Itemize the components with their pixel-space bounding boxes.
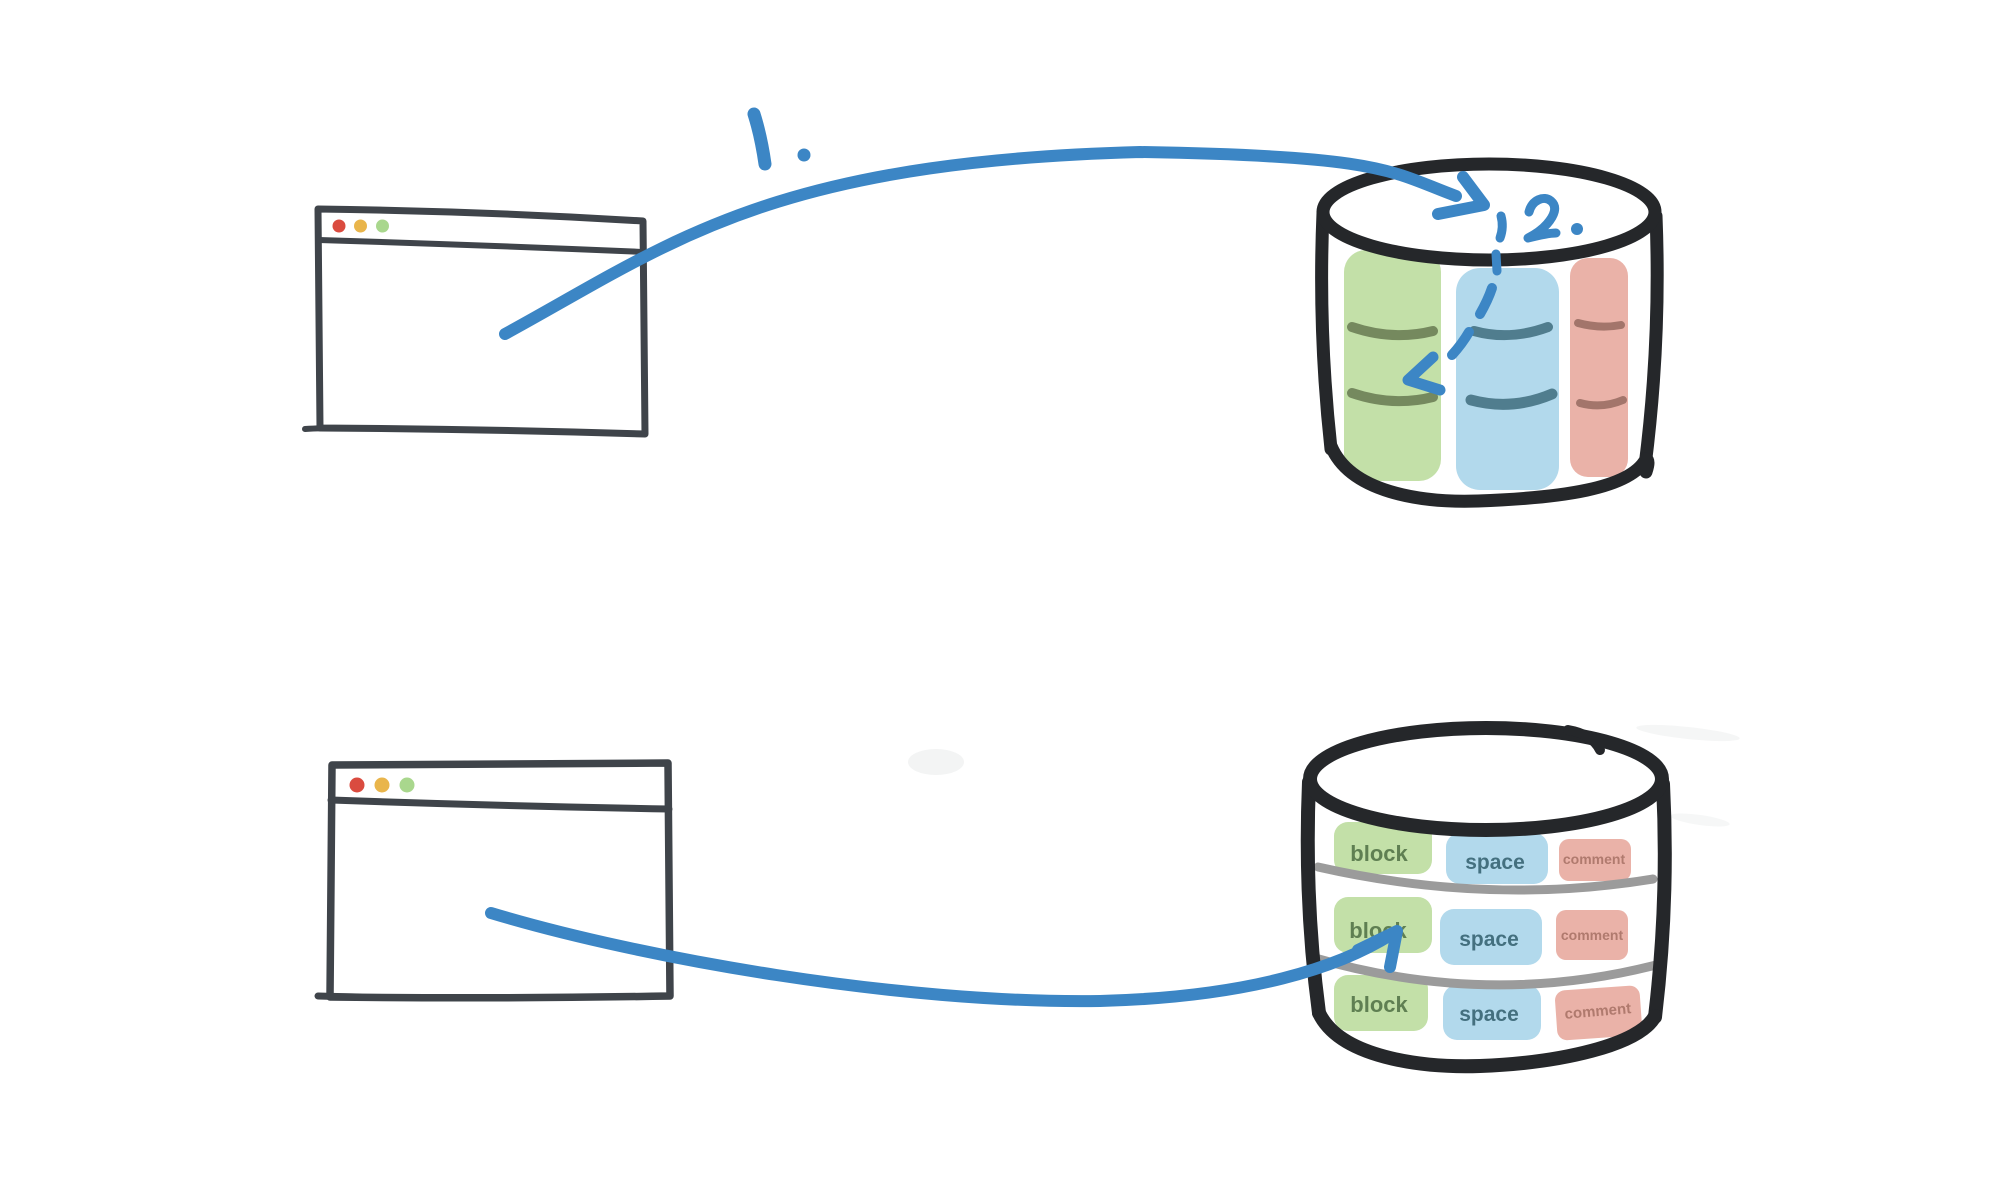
svg-text:block: block bbox=[1350, 992, 1408, 1017]
svg-text:space: space bbox=[1465, 851, 1525, 874]
svg-text:block: block bbox=[1350, 841, 1408, 866]
svg-text:space: space bbox=[1459, 928, 1519, 951]
svg-text:comment: comment bbox=[1561, 927, 1624, 943]
svg-text:space: space bbox=[1459, 1003, 1519, 1026]
svg-text:comment: comment bbox=[1564, 1000, 1632, 1023]
svg-text:comment: comment bbox=[1563, 851, 1626, 867]
